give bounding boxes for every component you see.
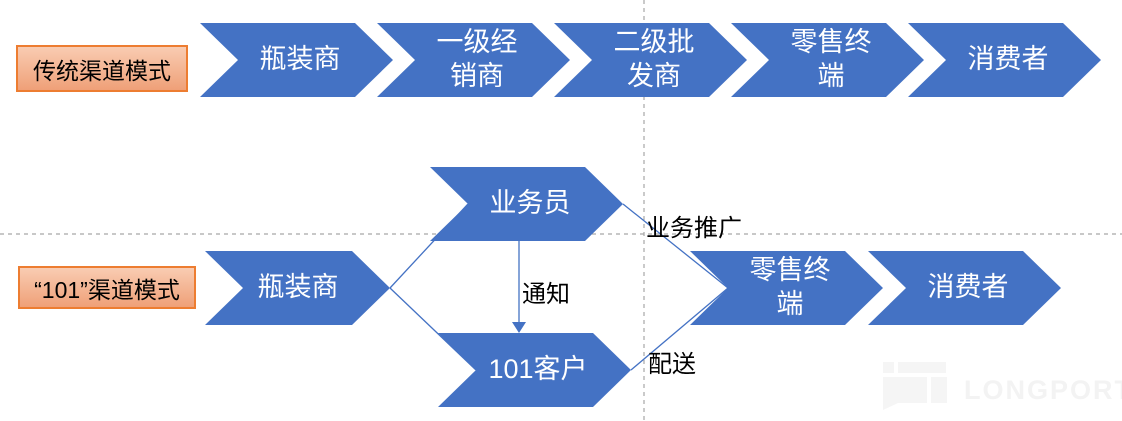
chevron-101-salesman	[430, 167, 623, 241]
notify-arrowhead-icon	[512, 322, 526, 333]
connector-customer-to-retail	[630, 287, 729, 371]
annotation-business-promotion: 业务推广	[646, 215, 742, 242]
chevron-101-retail	[690, 251, 883, 325]
connector-bottler-to-customer	[389, 287, 477, 371]
chevron-traditional-wholesaler	[554, 23, 747, 97]
chevron-traditional-distributor	[377, 23, 570, 97]
chevron-101-consumer	[868, 251, 1061, 325]
chevron-traditional-consumer	[908, 23, 1101, 97]
chevron-101-customer	[438, 333, 631, 407]
annotation-notify: 通知	[522, 281, 570, 308]
annotation-delivery: 配送	[648, 351, 696, 378]
model-101-label: “101”渠道模式	[18, 266, 196, 309]
watermark-brand: LONGPORT	[964, 375, 1122, 405]
chevron-traditional-bottler	[200, 23, 393, 97]
traditional-model-label: 传统渠道模式	[16, 45, 188, 92]
connector-salesman-to-retail	[622, 203, 729, 289]
chevron-101-bottler	[205, 251, 390, 325]
longport-logo-icon	[883, 362, 947, 410]
chevron-traditional-retail	[731, 23, 924, 97]
